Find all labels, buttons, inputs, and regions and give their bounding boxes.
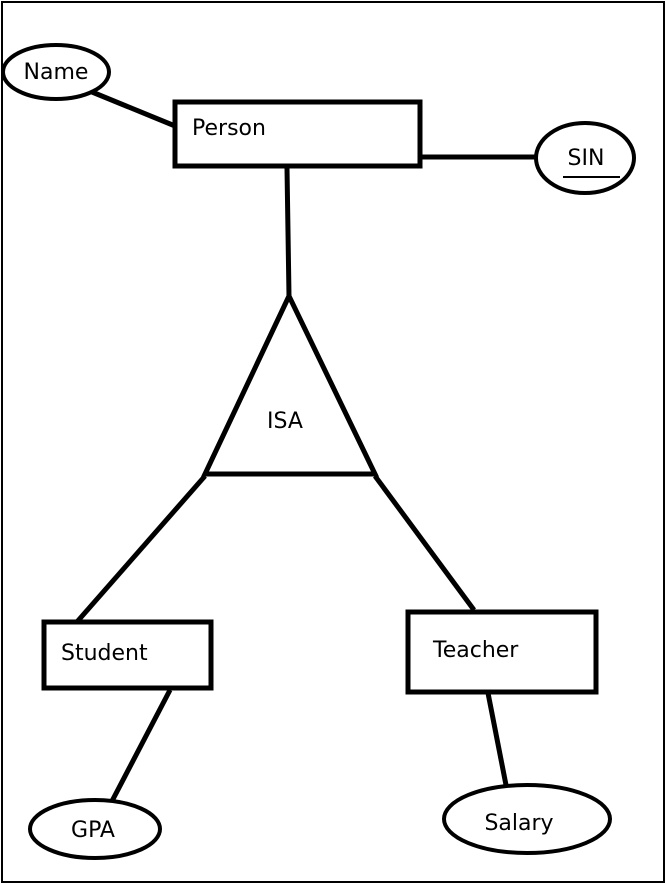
attribute-salary[interactable]: Salary (442, 783, 612, 855)
attribute-sin-ellipse (534, 121, 636, 195)
attribute-name-label: Name (24, 60, 89, 85)
attribute-name[interactable]: Name (1, 43, 111, 101)
entity-person-label: Person (192, 116, 266, 141)
connector-isa-teacher (372, 474, 477, 612)
attribute-sin[interactable]: SIN (534, 121, 636, 195)
isa-label: ISA (267, 409, 303, 434)
attribute-salary-label: Salary (484, 811, 553, 836)
connector-person-isa (284, 167, 292, 297)
attribute-gpa-label: GPA (71, 818, 115, 843)
entity-teacher-label: Teacher (432, 638, 519, 663)
relationship-isa[interactable]: ISA (201, 290, 379, 477)
entity-student[interactable]: Student (41, 619, 214, 691)
connector-teacher-salary (485, 692, 509, 786)
entity-teacher-box (405, 609, 599, 695)
connector-isa-student (74, 474, 207, 625)
entity-student-label: Student (61, 641, 148, 666)
entity-student-box (41, 619, 214, 691)
connectors (74, 89, 537, 805)
connector-name-person (91, 89, 176, 129)
attribute-name-ellipse (1, 43, 111, 101)
connector-student-gpa (108, 688, 173, 805)
isa-triangle (201, 290, 379, 477)
attribute-salary-ellipse (442, 783, 612, 855)
attribute-gpa-ellipse (28, 798, 162, 860)
entity-person[interactable]: Person (172, 99, 423, 169)
attribute-gpa[interactable]: GPA (28, 798, 162, 860)
entity-person-box (172, 99, 423, 169)
entity-teacher[interactable]: Teacher (405, 609, 599, 695)
attribute-sin-label: SIN (568, 146, 605, 171)
